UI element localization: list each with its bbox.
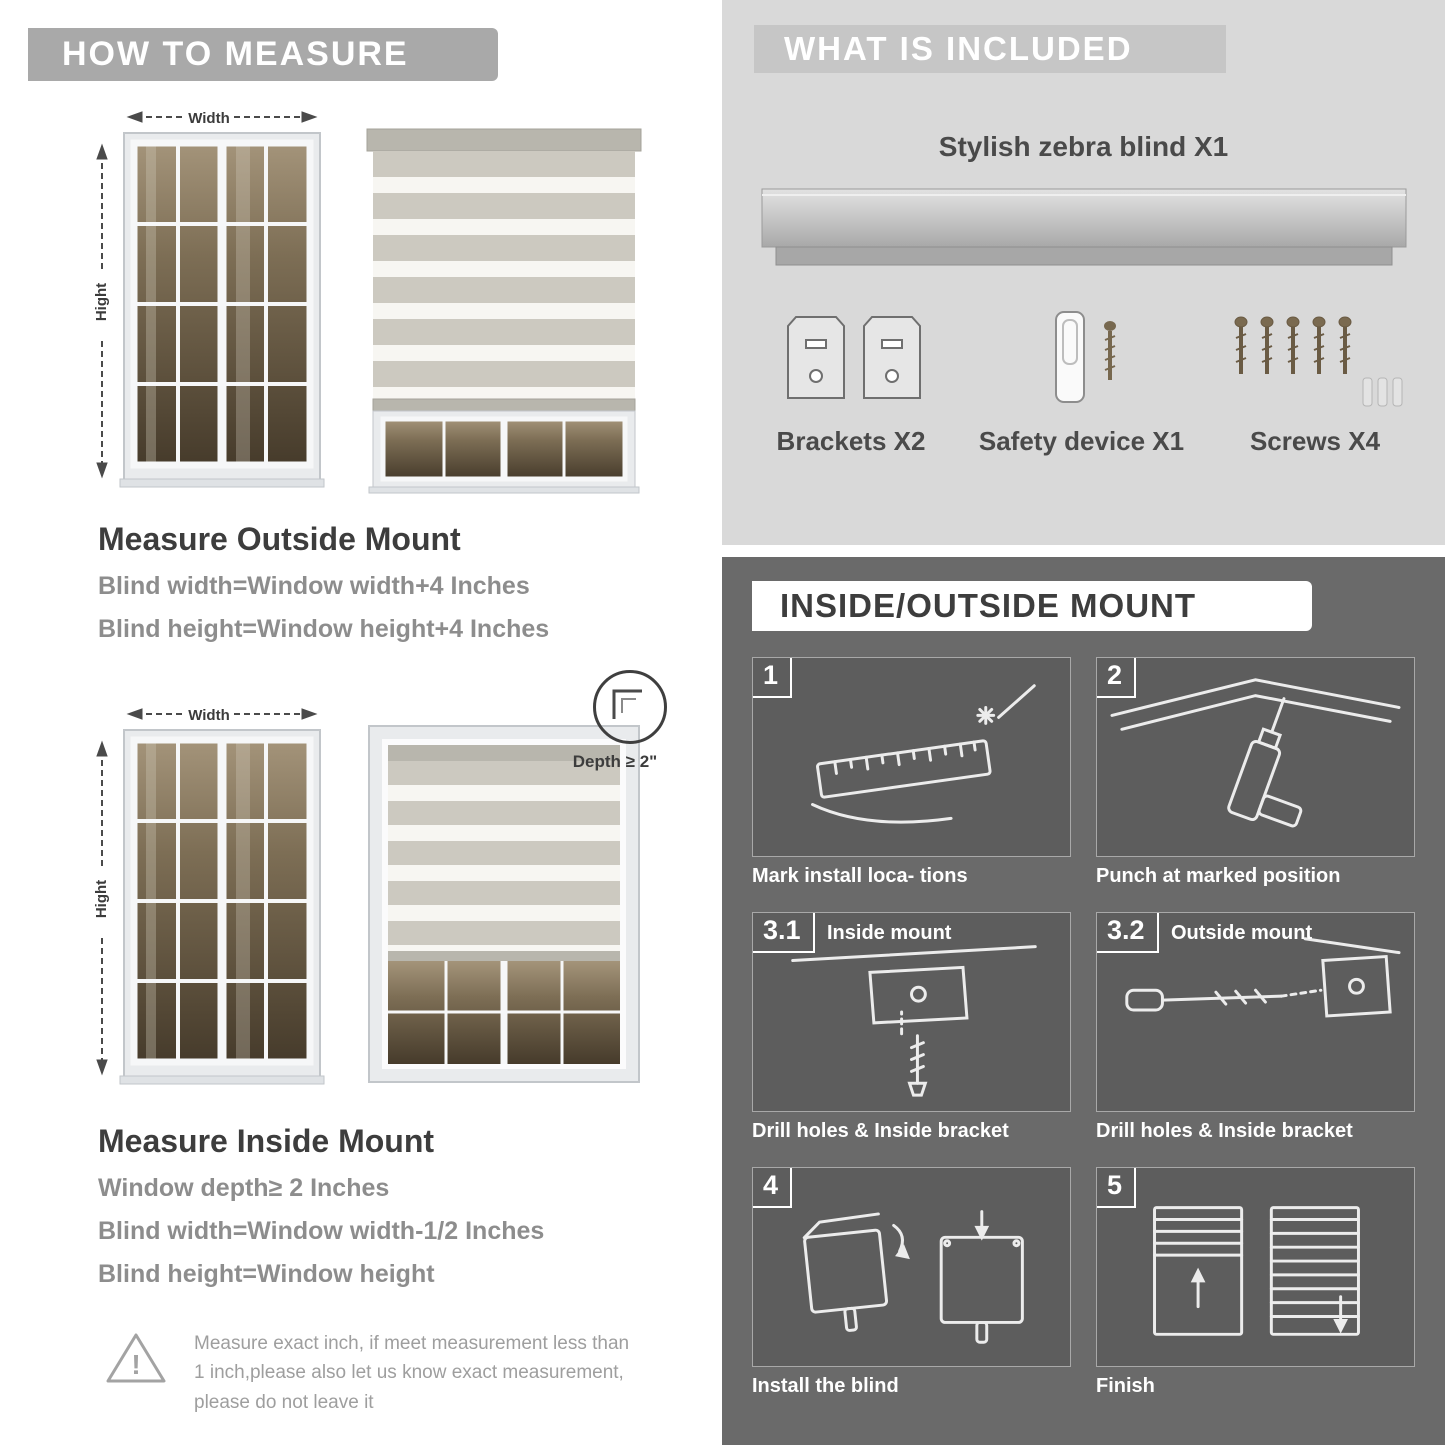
outside-mount-line: Blind width=Window width+4 Inches xyxy=(98,572,530,600)
what-is-included-section: WHAT IS INCLUDED Stylish zebra blind X1 xyxy=(722,0,1445,545)
width-arrow xyxy=(126,111,318,123)
width-arrow xyxy=(126,708,318,720)
inside-bracket-illustration xyxy=(791,945,1037,1097)
step-5: 5 xyxy=(1096,1167,1415,1398)
depth-label: Depth ≥ 2" xyxy=(572,752,658,771)
height-arrow xyxy=(96,740,108,1076)
inside-mount-heading: Measure Inside Mount xyxy=(98,1123,435,1159)
step-caption: Mark install loca- tions xyxy=(752,865,968,887)
inside-mount-images: Width Hight xyxy=(86,670,722,1097)
brackets-icon xyxy=(787,316,921,399)
drill-illustration xyxy=(1110,678,1401,828)
included-item-safety-device: Safety device X1 xyxy=(979,306,1184,457)
step-4: 4 xyxy=(752,1167,1071,1398)
step-number: 3.2 xyxy=(1097,913,1159,953)
outside-mount-images: Width Hight xyxy=(86,103,722,495)
included-item-screws: Screws X4 xyxy=(1227,306,1403,457)
screws-label: Screws X4 xyxy=(1249,426,1381,456)
product-label: Stylish zebra blind X1 xyxy=(938,131,1229,162)
inside-mount-line: Blind width=Window width-1/2 Inches xyxy=(98,1217,545,1245)
how-to-measure-banner: HOW TO MEASURE xyxy=(28,28,498,81)
safety-device-label: Safety device X1 xyxy=(978,426,1185,456)
screws-icon xyxy=(1234,316,1403,407)
height-arrow xyxy=(96,143,108,479)
step-5-panel: 5 xyxy=(1096,1167,1415,1367)
install-blind-illustration xyxy=(802,1210,1024,1344)
step-2: 2 xyxy=(1096,657,1415,888)
step-number: 4 xyxy=(753,1168,793,1208)
outside-mount-line: Blind height=Window height+4 Inches xyxy=(98,615,550,643)
depth-corner-icon xyxy=(612,689,642,719)
warning-exclamation: ! xyxy=(131,1349,140,1380)
safety-device-icon xyxy=(1055,311,1117,403)
step-3-2-panel: 3.2 Outside mount xyxy=(1096,912,1415,1112)
mark-location-illustration xyxy=(811,684,1036,824)
warning-icon: ! xyxy=(106,1333,166,1383)
step-2-panel: 2 xyxy=(1096,657,1415,857)
step-number: 5 xyxy=(1097,1168,1137,1208)
outside-mount-blind-illustration xyxy=(366,128,642,494)
measure-window-illustration: Width Hight xyxy=(93,110,325,488)
height-label: Hight xyxy=(93,283,110,321)
inside-mount-line: Blind height=Window height xyxy=(98,1260,435,1288)
step-caption: Finish xyxy=(1096,1375,1155,1397)
warning-text: Measure exact inch, if meet measurement … xyxy=(194,1333,630,1413)
step-number: 1 xyxy=(753,658,793,698)
width-label: Width xyxy=(188,110,230,127)
step-1-panel: 1 xyxy=(752,657,1071,857)
inside-mount-blind-wrap: Depth ≥ 2" xyxy=(365,670,667,1097)
mount-guide-banner: INSIDE/OUTSIDE MOUNT xyxy=(752,581,1312,631)
step-caption: Drill holes & Inside bracket xyxy=(1096,1120,1353,1142)
step-3-2: 3.2 Outside mount xyxy=(1096,912,1415,1143)
outside-bracket-illustration xyxy=(1125,937,1401,1018)
step-number: 2 xyxy=(1097,658,1137,698)
mount-guide-section: INSIDE/OUTSIDE MOUNT 1 xyxy=(722,557,1445,1445)
step-title: Inside mount xyxy=(827,922,952,944)
step-title: Outside mount xyxy=(1171,922,1313,944)
step-number: 3.1 xyxy=(753,913,815,953)
mount-steps-grid: 1 xyxy=(752,657,1445,1398)
step-1: 1 xyxy=(752,657,1071,888)
headrail-wrap xyxy=(760,181,1408,278)
right-column: WHAT IS INCLUDED Stylish zebra blind X1 xyxy=(722,0,1445,1445)
measure-window-illustration: Width Hight xyxy=(93,707,325,1085)
step-caption: Install the blind xyxy=(752,1375,899,1397)
finish-illustration xyxy=(1153,1206,1360,1336)
inside-mount-line: Window depth≥ 2 Inches xyxy=(98,1174,390,1202)
included-item-brackets: Brackets X2 xyxy=(766,306,936,457)
what-is-included-banner: WHAT IS INCLUDED xyxy=(754,25,1226,73)
how-to-measure-section: HOW TO MEASURE Width Hight xyxy=(0,0,722,1445)
step-caption: Punch at marked position xyxy=(1096,865,1341,887)
width-label: Width xyxy=(188,707,230,724)
headrail-illustration xyxy=(761,188,1406,266)
brackets-label: Brackets X2 xyxy=(776,426,926,456)
outside-mount-heading: Measure Outside Mount xyxy=(98,521,461,557)
section-divider xyxy=(722,545,1445,557)
step-3-1: 3.1 Inside mount xyxy=(752,912,1071,1143)
step-3-1-panel: 3.1 Inside mount xyxy=(752,912,1071,1112)
inside-mount-blind-illustration xyxy=(368,725,640,1083)
depth-magnifier-icon xyxy=(593,670,667,744)
step-4-panel: 4 xyxy=(752,1167,1071,1367)
included-items-row: Brackets X2 Safety device X1 xyxy=(766,306,1403,457)
step-caption: Drill holes & Inside bracket xyxy=(752,1120,1009,1142)
height-label: Hight xyxy=(93,880,110,918)
measurement-warning: ! Measure exact inch, if meet measuremen… xyxy=(104,1329,664,1417)
